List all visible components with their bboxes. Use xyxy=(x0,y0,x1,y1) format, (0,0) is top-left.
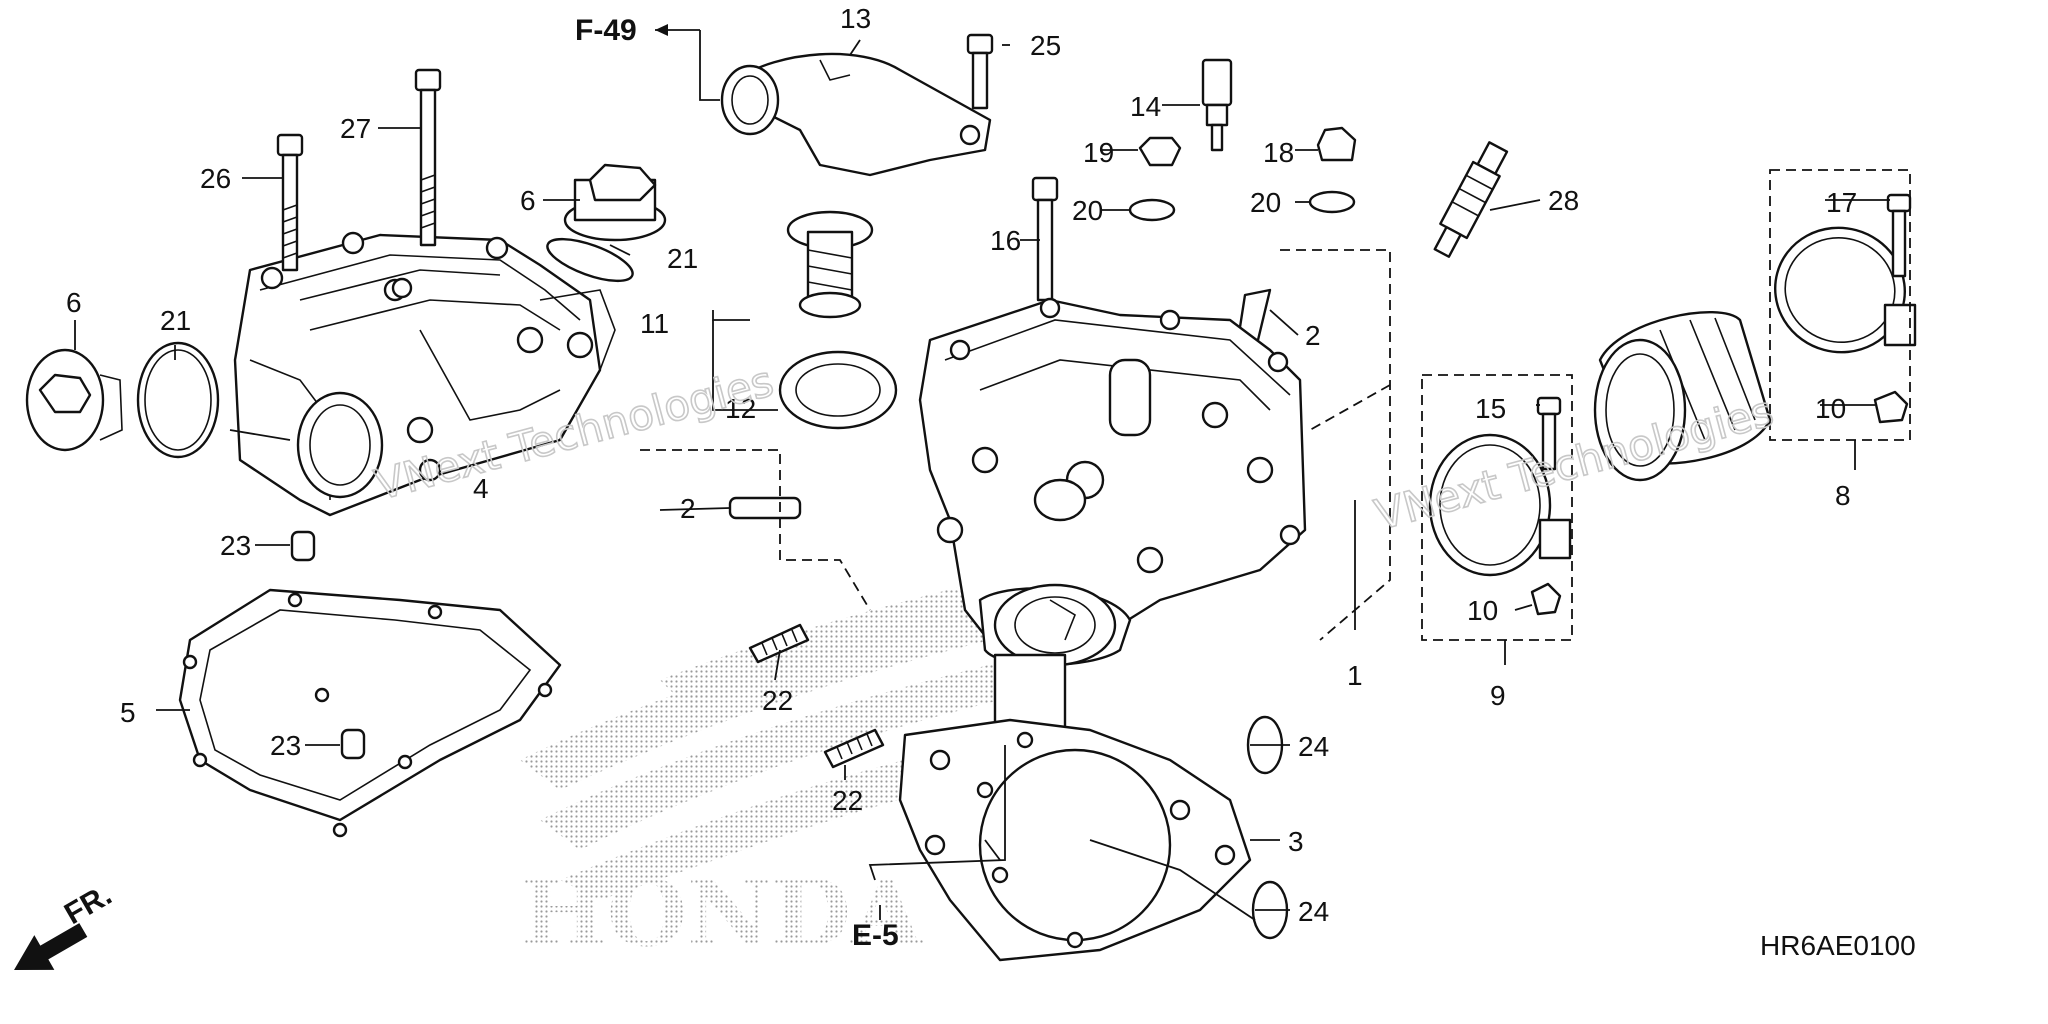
label-part-2-lower: 2 xyxy=(680,493,696,524)
brand-watermark: HONDA xyxy=(520,859,924,967)
label-part-20-right: 20 xyxy=(1250,187,1281,218)
cap-nut-19 xyxy=(1138,136,1182,167)
washer-20-right xyxy=(1308,190,1356,214)
label-part-13: 13 xyxy=(840,3,871,34)
front-label: FR. xyxy=(59,878,117,931)
bolt-16 xyxy=(1031,176,1059,302)
label-part-21-left: 21 xyxy=(160,305,191,336)
thermostat xyxy=(786,210,874,319)
label-part-22-lower: 22 xyxy=(832,785,863,816)
part-number-labels: 1 2 2 3 4 5 6 6 8 9 10 10 11 12 13 14 15… xyxy=(66,3,1857,927)
label-part-12: 12 xyxy=(725,393,756,424)
label-part-8: 8 xyxy=(1835,480,1851,511)
label-part-20-left: 20 xyxy=(1072,195,1103,226)
label-part-3: 3 xyxy=(1288,826,1304,857)
label-part-6-left: 6 xyxy=(66,287,82,318)
valve-guide-lower xyxy=(728,496,802,520)
diagram-code: HR6AE0100 xyxy=(1760,930,1916,961)
cylinder-head-cover xyxy=(233,231,616,517)
label-part-24-lower: 24 xyxy=(1298,896,1329,927)
stud-bolt-22-lower xyxy=(823,728,885,769)
reference-e5: E-5 xyxy=(852,919,899,952)
insulator-band-9 xyxy=(1428,433,1572,577)
dowel-pin-23-upper xyxy=(290,530,316,562)
stud-bolt-22-upper xyxy=(748,623,810,664)
o-ring-left xyxy=(136,341,220,459)
label-part-24-upper: 24 xyxy=(1298,731,1329,762)
washer-20-left xyxy=(1128,198,1176,222)
label-part-11: 11 xyxy=(640,308,669,339)
label-part-5: 5 xyxy=(120,697,136,728)
label-part-25: 25 xyxy=(1030,30,1061,61)
bolt-27 xyxy=(414,68,442,247)
group-box-9 xyxy=(1421,374,1573,641)
label-part-17: 17 xyxy=(1826,187,1857,218)
honda-wing-logo xyxy=(520,570,1030,900)
spark-plug xyxy=(1433,141,1509,258)
front-direction-arrow xyxy=(14,923,88,970)
insulator-band-8 xyxy=(1773,226,1917,354)
oil-filler-cap-left xyxy=(25,348,123,452)
label-part-6-top: 6 xyxy=(520,185,536,216)
label-part-16: 16 xyxy=(990,225,1021,256)
label-part-23-lower: 23 xyxy=(270,730,301,761)
label-part-28: 28 xyxy=(1548,185,1579,216)
label-part-21-top: 21 xyxy=(667,243,698,274)
screw-15 xyxy=(1536,396,1562,471)
nut-10-lower xyxy=(1530,582,1562,616)
leader-f49-pipe xyxy=(699,30,720,101)
watermark-right: VNext Technologies xyxy=(1370,386,1778,539)
intake-insulator xyxy=(1593,310,1772,482)
group-box-1-mid xyxy=(1309,384,1391,431)
oil-filler-cap-top xyxy=(563,163,667,242)
cylinder-head-gasket xyxy=(898,718,1252,962)
label-part-27: 27 xyxy=(340,113,371,144)
reference-f49: F-49 xyxy=(575,14,637,47)
label-part-18: 18 xyxy=(1263,137,1294,168)
o-ring-top xyxy=(546,237,634,283)
arrow-f49 xyxy=(655,24,668,36)
label-part-10-upper: 10 xyxy=(1815,393,1846,424)
group-box-1-left xyxy=(640,449,871,611)
head-cover-gasket xyxy=(178,588,562,838)
leader-lines xyxy=(74,39,1890,921)
label-part-22-upper: 22 xyxy=(762,685,793,716)
group-box-8 xyxy=(1769,169,1911,441)
cap-nut-18 xyxy=(1316,126,1357,162)
label-part-26: 26 xyxy=(200,163,231,194)
label-part-19: 19 xyxy=(1083,137,1114,168)
thermostat-housing-cover xyxy=(720,52,992,177)
temperature-sensor xyxy=(1201,58,1233,152)
dowel-pin-23-lower xyxy=(340,728,366,760)
label-part-15: 15 xyxy=(1475,393,1506,424)
label-part-10-lower: 10 xyxy=(1467,595,1498,626)
label-part-4: 4 xyxy=(473,473,489,504)
label-part-14: 14 xyxy=(1130,91,1161,122)
label-part-23-upper: 23 xyxy=(220,530,251,561)
bolt-25 xyxy=(966,33,994,110)
nut-10-upper xyxy=(1873,390,1909,424)
label-part-1: 1 xyxy=(1347,660,1363,691)
label-part-9: 9 xyxy=(1490,680,1506,711)
label-part-2-upper: 2 xyxy=(1305,320,1321,351)
bolt-26 xyxy=(276,133,304,272)
screw-17 xyxy=(1886,193,1912,278)
